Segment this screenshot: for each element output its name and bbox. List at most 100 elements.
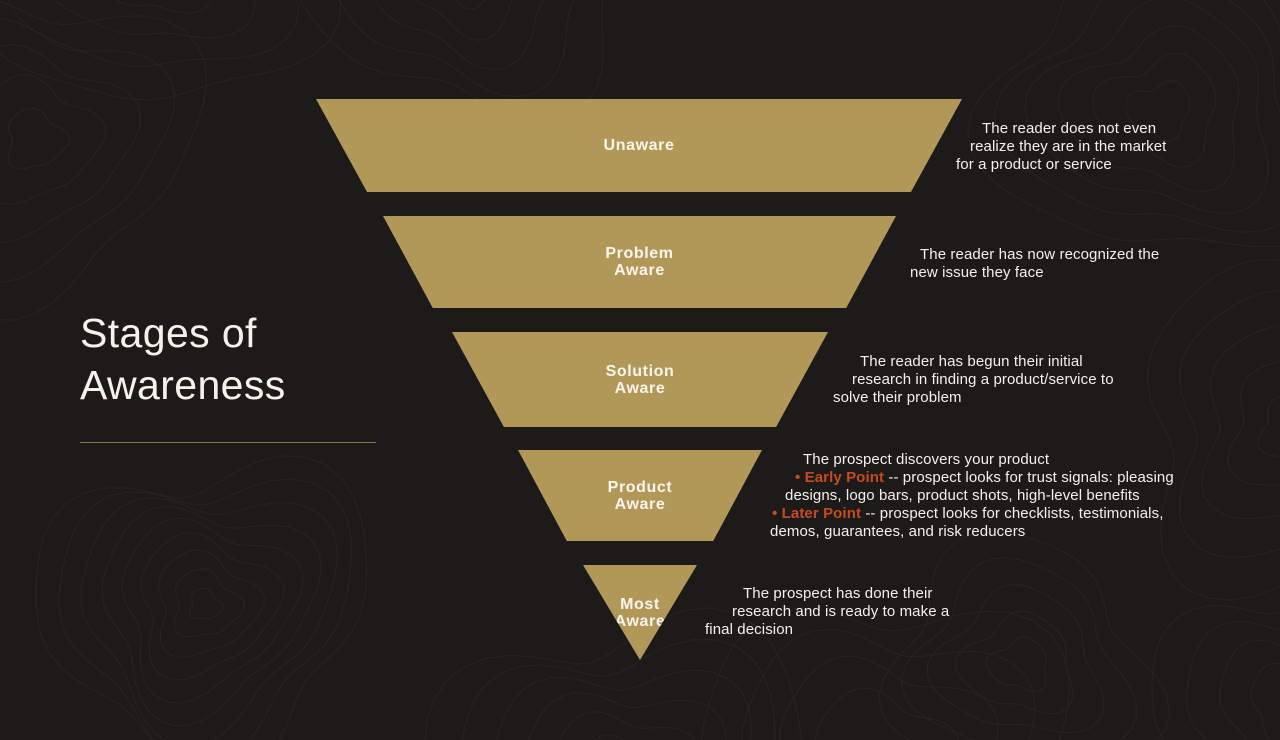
contour-line (700, 607, 1070, 740)
contour-line (35, 455, 368, 740)
contour-line (559, 711, 696, 740)
contour-line (101, 505, 322, 727)
description-text: -- prospect looks for trust signals: ple… (884, 469, 1174, 486)
description-text: realize they are in the market (970, 138, 1167, 155)
stage-label: Product Aware (607, 478, 673, 513)
funnel-stage-product-aware: Product Aware (518, 450, 762, 541)
description-line: demos, guarantees, and risk reducers (768, 523, 1174, 541)
contour-line (0, 43, 142, 243)
contour-line (1146, 259, 1280, 601)
page-title: Stages of Awareness (80, 310, 286, 408)
description-text: The prospect discovers your product (803, 451, 1050, 468)
contour-line (0, 74, 107, 205)
stage-description-product-aware: The prospect discovers your product• Ear… (768, 451, 1174, 541)
stage-label: Solution Aware (605, 362, 675, 397)
contour-line (58, 478, 352, 740)
contour-line (1151, 605, 1280, 740)
contour-line (1219, 639, 1280, 740)
description-line: research in finding a product/service to (828, 371, 1114, 389)
funnel-stage-unaware: Unaware (316, 99, 962, 192)
description-text: The reader does not even (982, 120, 1157, 137)
contour-line (1201, 325, 1280, 520)
contour-line (173, 568, 245, 638)
description-line: • Later Point -- prospect looks for chec… (768, 505, 1174, 523)
contour-line (967, 0, 1280, 248)
contour-line (140, 532, 285, 681)
contour-line (1057, 25, 1240, 193)
title-divider (80, 442, 376, 443)
stage-label: Unaware (603, 137, 675, 154)
accent-text: • Early Point (795, 469, 885, 486)
contour-line (528, 692, 727, 740)
contour-line (1186, 620, 1280, 740)
contour-line (374, 0, 545, 71)
contour-line (985, 636, 1047, 693)
contour-line (80, 497, 338, 740)
contour-line (0, 18, 176, 283)
contour-line (114, 0, 212, 14)
description-text: The prospect has done their (743, 585, 933, 602)
description-line: The reader has begun their initial (828, 353, 1114, 371)
description-line: final decision (700, 621, 949, 639)
description-line: new issue they face (905, 264, 1159, 282)
description-text: The reader has now recognized the (920, 246, 1160, 263)
funnel-stage-solution-aware: Solution Aware (452, 332, 828, 427)
description-text: solve their problem (833, 389, 962, 406)
contour-line (815, 687, 959, 740)
contour-line (158, 549, 265, 658)
description-line: designs, logo bars, product shots, high-… (768, 487, 1174, 505)
description-line: solve their problem (828, 389, 1114, 407)
stage-label: Most Aware (614, 595, 666, 630)
contour-line (7, 107, 71, 170)
title-block: Stages of Awareness (80, 307, 376, 443)
contour-line (1227, 360, 1280, 486)
contour-line (8, 0, 300, 67)
contour-line (424, 607, 802, 740)
description-line: The reader does not even (950, 120, 1166, 138)
contour-line (779, 655, 999, 740)
stage-label: Problem Aware (605, 245, 674, 279)
contour-line (878, 531, 1171, 740)
contour-line (1178, 290, 1280, 558)
contour-line (1250, 662, 1280, 740)
description-text: new issue they face (910, 264, 1044, 281)
description-text: designs, logo bars, product shots, high-… (785, 487, 1140, 504)
contour-line (1092, 53, 1217, 168)
description-line: research and is ready to make a (700, 603, 949, 621)
accent-text: • Later Point (772, 505, 862, 522)
description-line: • Early Point -- prospect looks for trus… (768, 469, 1174, 487)
contour-line (741, 628, 1036, 740)
contour-line (188, 587, 225, 620)
contour-line (1024, 0, 1269, 214)
description-text: research in finding a product/service to (852, 371, 1114, 388)
funnel-stage-problem-aware: Problem Aware (383, 216, 896, 308)
contour-line (338, 0, 575, 98)
contour-line (414, 0, 514, 41)
description-text: research and is ready to make a (732, 603, 950, 620)
description-line: for a product or service (950, 156, 1166, 174)
description-text: for a product or service (956, 156, 1112, 173)
contour-line (121, 517, 304, 704)
contour-line (901, 557, 1137, 740)
description-line: The prospect discovers your product (768, 451, 1174, 469)
description-text: demos, guarantees, and risk reducers (770, 523, 1026, 540)
contour-line (955, 610, 1074, 715)
contour-line (53, 0, 256, 39)
contour-line (0, 0, 342, 101)
description-text: -- prospect looks for checklists, testim… (861, 505, 1164, 522)
description-text: The reader has begun their initial (860, 353, 1083, 370)
contour-line (0, 1, 207, 321)
description-line: The prospect has done their (700, 585, 949, 603)
description-text: final decision (705, 621, 794, 638)
contour-line (462, 639, 776, 740)
contour-line (496, 669, 752, 740)
contour-line (994, 0, 1280, 233)
contour-line (1125, 80, 1191, 142)
